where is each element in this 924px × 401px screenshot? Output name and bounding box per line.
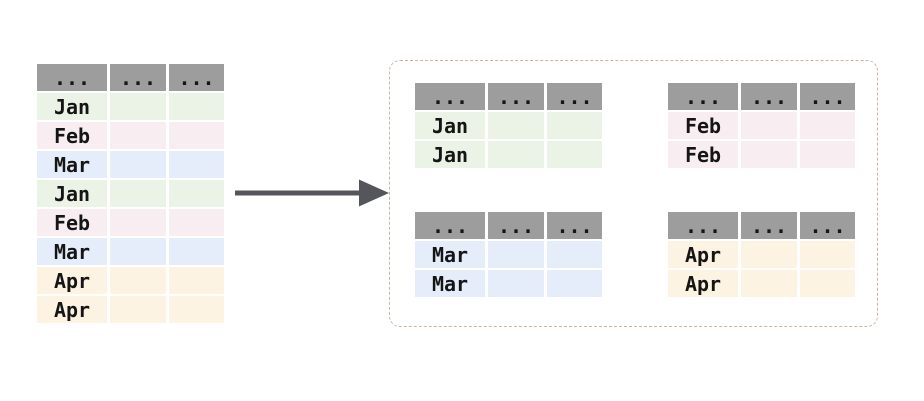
empty-cell — [110, 122, 166, 149]
row-label-cell: Mar — [37, 238, 107, 265]
groups-panel — [389, 60, 878, 327]
empty-cell — [110, 209, 166, 236]
row-label-cell: Feb — [668, 112, 738, 139]
empty-cell — [169, 209, 224, 236]
row-label-cell: Jan — [415, 141, 485, 168]
empty-cell — [488, 112, 544, 139]
empty-cell — [110, 93, 166, 120]
group-table-feb: ... ... ... Feb Feb — [668, 83, 855, 168]
row-label-cell: Mar — [415, 270, 485, 297]
empty-cell — [169, 267, 224, 294]
row-label-cell: Mar — [415, 241, 485, 268]
header-cell: ... — [169, 64, 224, 91]
empty-cell — [110, 267, 166, 294]
row-label-cell: Feb — [668, 141, 738, 168]
group-table-apr: ... ... ... Apr Apr — [668, 212, 855, 297]
row-label-cell: Jan — [37, 180, 107, 207]
empty-cell — [741, 241, 797, 268]
empty-cell — [547, 241, 602, 268]
group-table-jan: ... ... ... Jan Jan — [415, 83, 602, 168]
empty-cell — [169, 122, 224, 149]
header-cell: ... — [800, 83, 855, 110]
empty-cell — [169, 151, 224, 178]
empty-cell — [547, 141, 602, 168]
empty-cell — [488, 141, 544, 168]
empty-cell — [169, 180, 224, 207]
row-label-cell: Feb — [37, 209, 107, 236]
header-cell: ... — [110, 64, 166, 91]
empty-cell — [110, 296, 166, 323]
header-cell: ... — [668, 83, 738, 110]
empty-cell — [800, 270, 855, 297]
row-label-cell: Apr — [668, 270, 738, 297]
row-label-cell: Mar — [37, 151, 107, 178]
empty-cell — [488, 241, 544, 268]
row-label-cell: Jan — [415, 112, 485, 139]
row-label-cell: Feb — [37, 122, 107, 149]
header-cell: ... — [668, 212, 738, 239]
header-cell: ... — [547, 83, 602, 110]
row-label-cell: Apr — [37, 296, 107, 323]
empty-cell — [547, 112, 602, 139]
header-cell: ... — [488, 212, 544, 239]
row-label-cell: Apr — [37, 267, 107, 294]
empty-cell — [110, 238, 166, 265]
header-cell: ... — [547, 212, 602, 239]
empty-cell — [488, 270, 544, 297]
group-table-mar: ... ... ... Mar Mar — [415, 212, 602, 297]
row-label-cell: Jan — [37, 93, 107, 120]
header-cell: ... — [415, 83, 485, 110]
empty-cell — [547, 270, 602, 297]
empty-cell — [741, 141, 797, 168]
right-arrow-icon — [235, 179, 389, 207]
empty-cell — [800, 141, 855, 168]
empty-cell — [110, 180, 166, 207]
row-label-cell: Apr — [668, 241, 738, 268]
empty-cell — [169, 238, 224, 265]
empty-cell — [741, 270, 797, 297]
source-table: ... ... ... Jan Feb Mar Jan Feb Mar Apr … — [37, 64, 224, 323]
header-cell: ... — [800, 212, 855, 239]
empty-cell — [800, 112, 855, 139]
header-cell: ... — [415, 212, 485, 239]
header-cell: ... — [741, 212, 797, 239]
empty-cell — [169, 296, 224, 323]
empty-cell — [741, 112, 797, 139]
header-cell: ... — [741, 83, 797, 110]
empty-cell — [800, 241, 855, 268]
split-arrow — [233, 178, 391, 208]
empty-cell — [110, 151, 166, 178]
header-cell: ... — [488, 83, 544, 110]
header-cell: ... — [37, 64, 107, 91]
empty-cell — [169, 93, 224, 120]
